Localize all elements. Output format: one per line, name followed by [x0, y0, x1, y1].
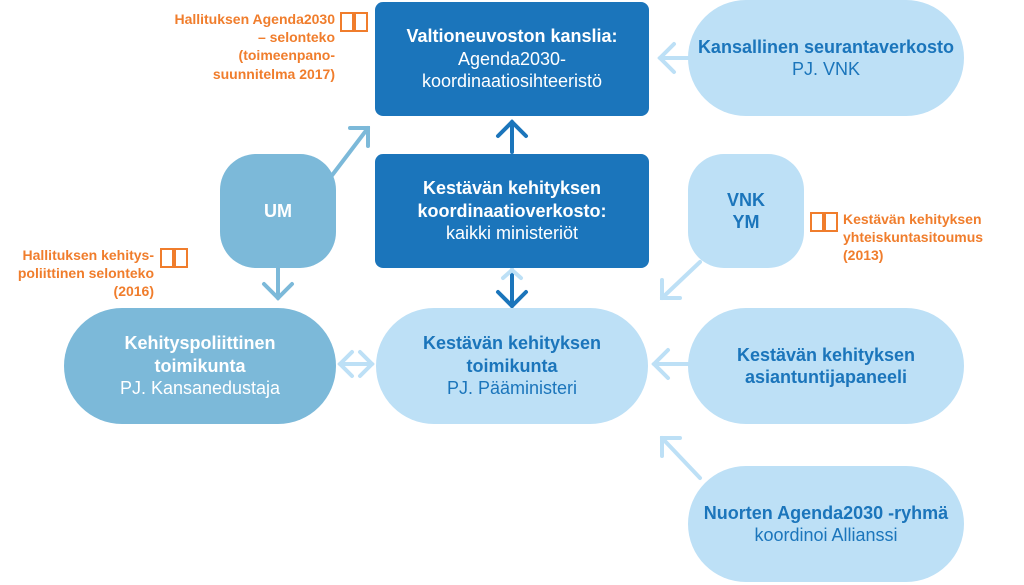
arrow-network-sd-committee — [496, 267, 528, 309]
book-icon — [160, 248, 188, 268]
arrow-um-to-vnk — [328, 126, 370, 180]
development-committee-node: Kehityspoliittinen toimikunta PJ. Kansan… — [64, 308, 336, 424]
arrow-dev-sd-committee — [337, 350, 375, 378]
youth-group-node: Nuorten Agenda2030 -ryhmä koordinoi Alli… — [688, 466, 964, 582]
development-report-line2: poliittinen selonteko — [17, 265, 154, 282]
um-title: UM — [264, 200, 292, 221]
youth-group-sub: koordinoi Allianssi — [754, 525, 898, 545]
agenda-report-line4: suunnitelma 2017) — [212, 65, 335, 82]
arrow-youth-to-sd-committee — [660, 436, 702, 480]
book-icon — [810, 212, 838, 232]
sd-committee-title2: toimikunta — [466, 355, 558, 376]
sd-committee-node: Kestävän kehityksen toimikunta PJ. Päämi… — [376, 308, 648, 424]
vnk-line2: Agenda2030- — [457, 48, 567, 69]
agenda-report-note: Hallituksen Agenda2030 – selonteko (toim… — [174, 10, 335, 83]
commitment-line2: yhteiskuntasitoumus — [843, 229, 984, 246]
vnk-line3: koordinaatiosihteeristö — [421, 71, 603, 92]
development-committee-title2: toimikunta — [154, 355, 246, 376]
agenda-report-line1: Hallituksen Agenda2030 — [174, 11, 335, 27]
arrow-network-to-vnk — [496, 119, 528, 154]
arrow-um-to-dev-committee — [262, 260, 294, 301]
vnk-title: Valtioneuvoston kanslia: — [406, 26, 618, 47]
um-node: UM — [220, 154, 336, 268]
development-report-note: Hallituksen kehitys- poliittinen selonte… — [18, 246, 154, 301]
agenda-report-line3: (toimeenpano- — [238, 47, 335, 64]
commitment-line1: Kestävän kehityksen — [843, 211, 982, 227]
arrow-vnkym-to-sd-committee — [660, 260, 702, 300]
commitment-line3: (2013) — [843, 247, 884, 264]
expert-panel-title2: asiantuntijapaneeli — [744, 367, 908, 387]
expert-panel-title1: Kestävän kehityksen — [736, 344, 916, 365]
development-report-line3: (2016) — [113, 283, 154, 300]
agenda-report-line2: – selonteko — [257, 29, 335, 46]
commitment-note: Kestävän kehityksen yhteiskuntasitoumus … — [843, 210, 983, 265]
coordination-network-title1: Kestävän kehityksen — [422, 178, 602, 199]
youth-group-title: Nuorten Agenda2030 -ryhmä — [703, 502, 949, 523]
arrow-panel-to-sd-committee — [651, 348, 692, 380]
vnk-ym-line1: VNK — [726, 189, 765, 210]
coordination-network-title2: koordinaatioverkosto: — [417, 200, 607, 221]
development-committee-title1: Kehityspoliittinen — [124, 333, 276, 354]
monitoring-network-title: Kansallinen seurantaverkosto — [697, 36, 955, 57]
development-committee-sub: PJ. Kansanedustaja — [119, 378, 281, 399]
sd-committee-title1: Kestävän kehityksen — [422, 333, 602, 354]
expert-panel-node: Kestävän kehityksen asiantuntijapaneeli — [688, 308, 964, 424]
monitoring-network-sub: PJ. VNK — [791, 59, 861, 79]
coordination-network-sub: kaikki ministeriöt — [445, 223, 579, 244]
monitoring-network-node: Kansallinen seurantaverkosto PJ. VNK — [688, 0, 964, 116]
vnk-ym-line2: YM — [732, 212, 760, 232]
vnk-node: Valtioneuvoston kanslia: Agenda2030- koo… — [375, 2, 649, 116]
sd-committee-sub: PJ. Pääministeri — [446, 378, 578, 399]
book-icon — [340, 12, 368, 32]
development-report-line1: Hallituksen kehitys- — [22, 247, 155, 263]
vnk-ym-node: VNK YM — [688, 154, 804, 268]
coordination-network-node: Kestävän kehityksen koordinaatioverkosto… — [375, 154, 649, 268]
